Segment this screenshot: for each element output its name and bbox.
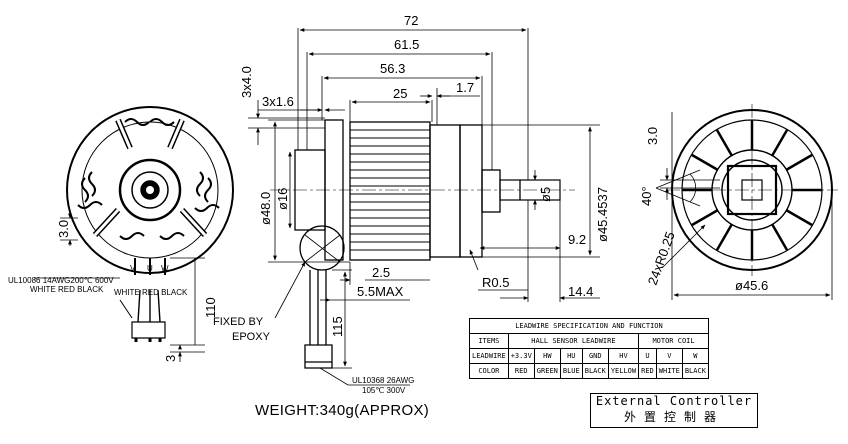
wire-colors-label: WHITE RED BLACK (114, 288, 188, 297)
dim-2-5: 2.5 (372, 265, 390, 280)
dim-61-5: 61.5 (394, 37, 419, 52)
dim-5-5max: 5.5MAX (357, 284, 404, 299)
table-cell: RED (638, 363, 657, 379)
dim-r0-5: R0.5 (482, 275, 509, 290)
table-cell: W (681, 348, 709, 364)
stator-dimensions (655, 112, 833, 300)
table-cell: U (638, 348, 657, 364)
ul-coil-line1: UL10368 26AWG (352, 376, 414, 385)
table-row: COLOR RED GREEN BLUE BLACK YELLOW RED WH… (469, 363, 709, 379)
left-end-view (66, 106, 234, 342)
ul-hall-line1: UL10086 14AWG200℃ 600V (8, 276, 114, 285)
table-cell: +3.3V (507, 348, 535, 364)
weight-label: WEIGHT:340g(APPROX) (255, 402, 430, 419)
dim-14-4: 14.4 (568, 284, 593, 299)
phase-u-label: U (147, 264, 153, 273)
table-cell: HV (607, 348, 640, 364)
fixed-by-label: FIXED BY (213, 316, 264, 328)
dim-24xr0-25: 24xR0.25 (645, 230, 678, 287)
dim-dia-45-4537: ø45.4537 (595, 187, 610, 242)
controller-box: External Controller 外置控制器 (590, 393, 758, 428)
stator-section (666, 104, 838, 276)
dim-dia-5: ø5 (538, 187, 553, 202)
dim-115: 115 (330, 316, 345, 337)
table-header-coil: MOTOR COIL (638, 333, 709, 349)
table-cell: HU (559, 348, 583, 364)
table-cell: YELLOW (607, 363, 640, 379)
dim-lead-110: 110 (203, 297, 218, 318)
epoxy-label: EPOXY (232, 331, 271, 343)
table-header-hall: HALL SENSOR LEADWIRE (507, 333, 640, 349)
table-row: LEADWIRE +3.3V HW HU GND HV U V W (469, 348, 709, 364)
lamination-lines (350, 129, 430, 251)
table-cell: BLACK (581, 363, 609, 379)
ul-coil-line2: 105℃ 300V (362, 386, 406, 395)
table-cell: BLUE (559, 363, 583, 379)
controller-label-en: External Controller (595, 394, 753, 408)
table-cell: HW (533, 348, 561, 364)
table-cell: V (655, 348, 683, 364)
left-dimensions (34, 212, 205, 362)
table-title: LEADWIRE SPECIFICATION AND FUNCTION (469, 318, 709, 334)
dim-72: 72 (404, 13, 418, 28)
phase-v-label: V (130, 264, 136, 273)
phase-w-label: W (161, 264, 169, 273)
table-cell: BLACK (681, 363, 709, 379)
dim-25: 25 (393, 86, 407, 101)
controller-label-zh: 外置控制器 (623, 410, 724, 424)
dim-9-2: 9.2 (568, 232, 586, 247)
dim-lead-3: 3 (163, 355, 178, 362)
dim-slot-3-0: 3.0 (645, 127, 660, 145)
dim-1-7: 1.7 (456, 80, 474, 95)
table-cell: GREEN (533, 363, 561, 379)
dim-angle-40: 40° (639, 186, 654, 206)
table-cell: GND (581, 348, 609, 364)
table-cell: LEADWIRE (469, 348, 509, 364)
table-cell: RED (507, 363, 535, 379)
dim-dia-16: ø16 (275, 188, 290, 210)
side-dimensions (248, 28, 600, 386)
leadwire-table: LEADWIRE SPECIFICATION AND FUNCTION ITEM… (469, 318, 709, 379)
dim-dia-45-6: ø45.6 (735, 278, 768, 293)
dim-dia-48: ø48.0 (258, 192, 273, 225)
table-cell: WHITE (655, 363, 683, 379)
dim-56-3: 56.3 (380, 61, 405, 76)
dim-3x4-0: 3x4.0 (239, 66, 254, 98)
coil-marks (77, 118, 220, 240)
table-cell: COLOR (469, 363, 509, 379)
side-view (270, 119, 575, 369)
table-header-items: ITEMS (469, 333, 509, 349)
ul-hall-line2: WHITE RED BLACK (30, 285, 104, 294)
dim-left-3-0: 3.0 (56, 220, 71, 238)
dim-3x1-6: 3x1.6 (262, 94, 294, 109)
